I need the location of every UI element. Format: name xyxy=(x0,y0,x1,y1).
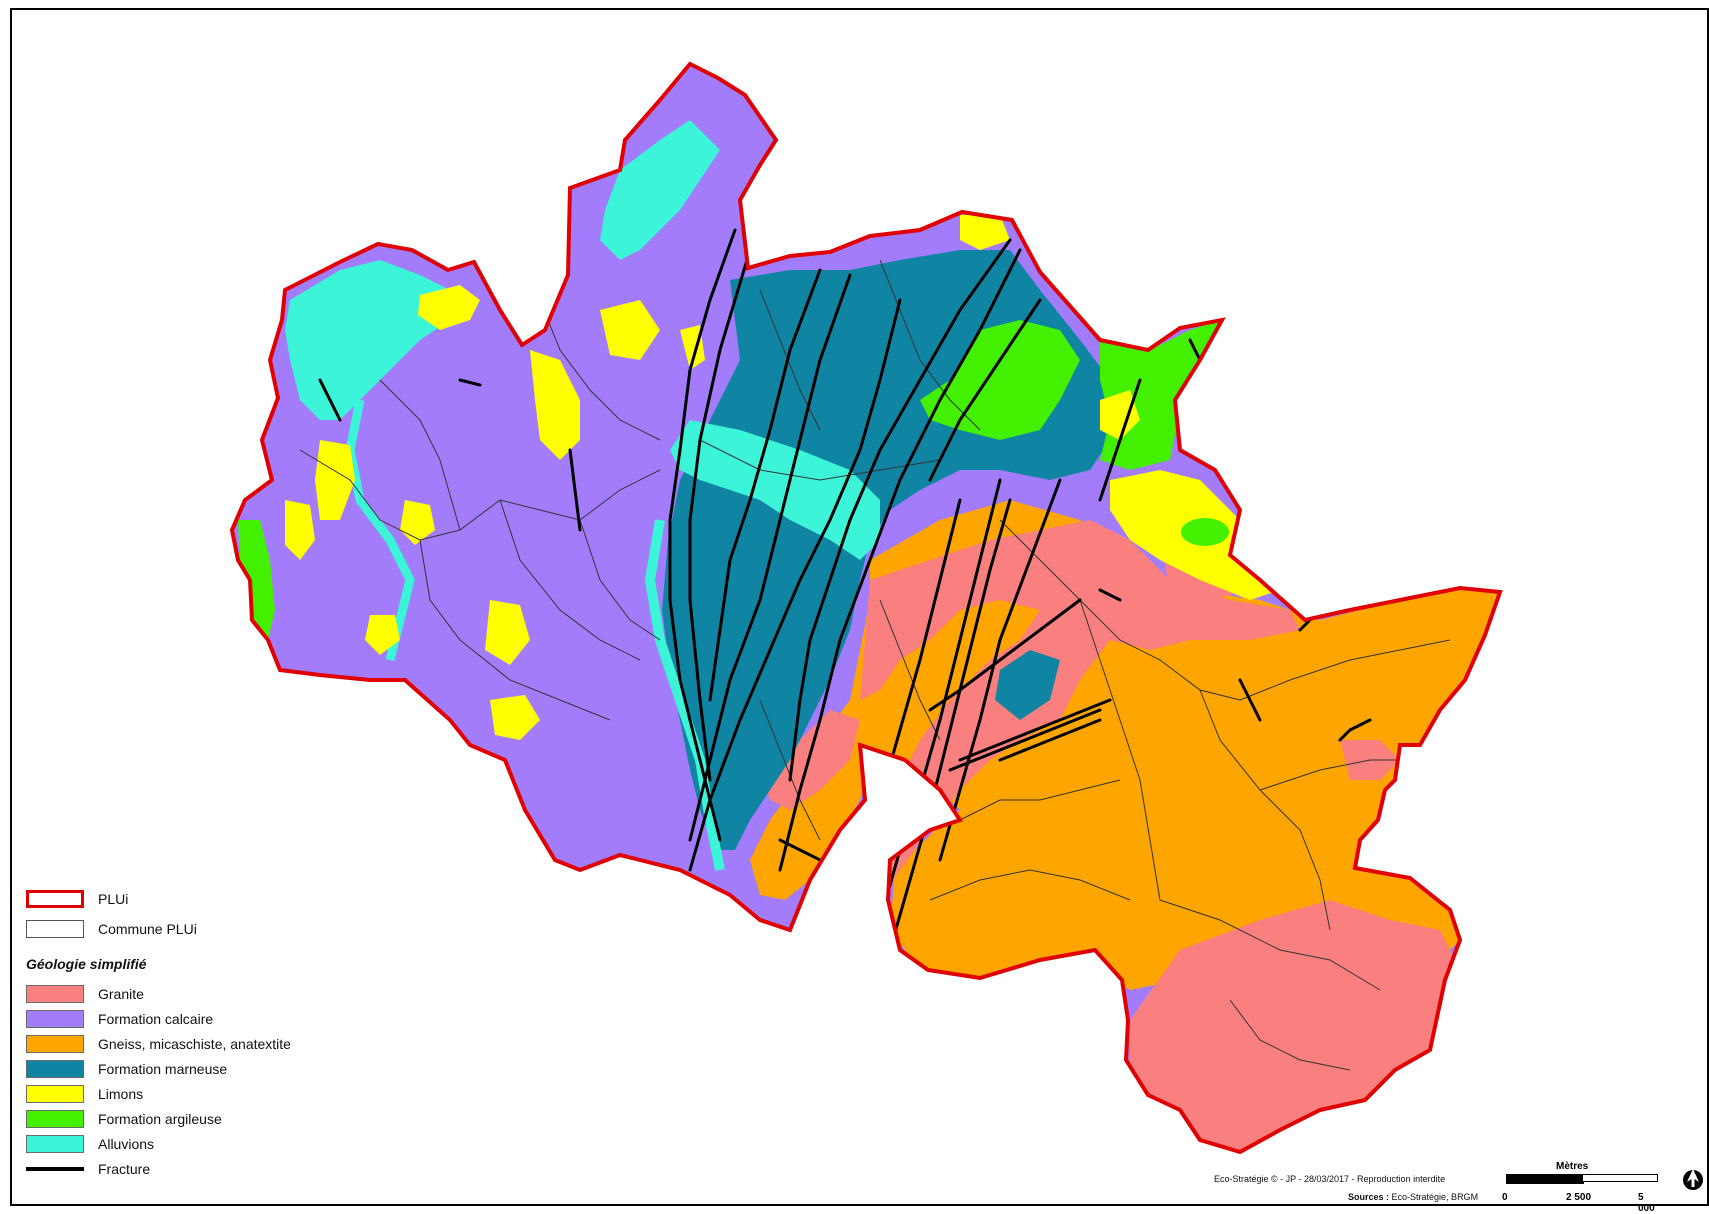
zone-marneuse-east xyxy=(995,650,1060,720)
sources-line: Sources : Eco-Stratégie, BRGM xyxy=(1348,1192,1478,1202)
scale-bar: Mètres 0 2 500 5 000 xyxy=(1502,1161,1658,1214)
zone-argileuse-ne xyxy=(1100,320,1220,470)
legend-item: Gneiss, micaschiste, anatextite xyxy=(26,1033,291,1055)
scale-segment-black xyxy=(1506,1174,1584,1184)
scale-tick-0: 0 xyxy=(1502,1192,1508,1203)
legend-item: Formation argileuse xyxy=(26,1108,222,1130)
zone-limons-ne xyxy=(1100,390,1140,440)
legend-item: Granite xyxy=(26,983,144,1005)
zone-limons-n xyxy=(418,285,480,330)
scale-tick-5000: 5 000 xyxy=(1638,1192,1655,1214)
scale-segment-white xyxy=(1582,1174,1658,1182)
legend-item-label: Formation marneuse xyxy=(98,1061,228,1077)
scale-tick-2500: 2 500 xyxy=(1566,1192,1592,1203)
zone-limons-sw1 xyxy=(485,600,530,665)
credits-text: Eco-Stratégie © - JP - 28/03/2017 - Repr… xyxy=(1214,1174,1446,1184)
legend-swatch xyxy=(26,1110,84,1128)
zone-limons-n2 xyxy=(600,300,660,360)
zone-granite-center xyxy=(860,520,1300,900)
zone-limons-west1 xyxy=(315,440,355,520)
legend-item: Alluvions xyxy=(26,1133,154,1155)
legend-item: Limons xyxy=(26,1083,143,1105)
legend-fracture-label: Fracture xyxy=(98,1161,151,1177)
sources-label: Sources : xyxy=(1348,1192,1390,1202)
legend-swatch xyxy=(26,1085,84,1103)
plui-swatch xyxy=(26,890,84,908)
zone-limons-sw2 xyxy=(365,615,400,655)
commune-swatch xyxy=(26,920,84,938)
zone-limons-west3 xyxy=(400,500,435,545)
north-arrow-icon xyxy=(1683,1169,1703,1190)
zone-limons-west2 xyxy=(285,500,315,560)
legend-swatch xyxy=(26,1060,84,1078)
legend-swatch xyxy=(26,1135,84,1153)
legend-item-label: Granite xyxy=(98,986,144,1002)
legend-commune: Commune PLUi xyxy=(26,918,197,940)
legend-item-label: Limons xyxy=(98,1086,144,1102)
zone-argileuse-w xyxy=(238,520,275,665)
zone-limons-s xyxy=(490,695,540,740)
legend-swatch xyxy=(26,1010,84,1028)
commune-borders xyxy=(299,259,1451,1071)
zone-limons-center xyxy=(530,350,580,460)
zone-argileuse-e2 xyxy=(1181,518,1229,546)
legend-fracture: Fracture xyxy=(26,1158,150,1180)
legend-item-label: Alluvions xyxy=(98,1136,155,1152)
plui-border xyxy=(229,61,1503,1155)
legend-geology-title: Géologie simplifié xyxy=(26,956,147,972)
legend-item-label: Gneiss, micaschiste, anatextite xyxy=(98,1036,291,1052)
fracture-swatch xyxy=(26,1167,84,1171)
scale-title: Mètres xyxy=(1556,1161,1589,1172)
zone-alluvions-river xyxy=(644,519,725,871)
fractures xyxy=(318,228,1372,982)
map-frame xyxy=(10,8,1709,1206)
zone-alluvions-n xyxy=(600,120,720,260)
legend-commune-label: Commune PLUi xyxy=(98,921,197,937)
legend-item: Formation marneuse xyxy=(26,1058,227,1080)
zone-limons-n3 xyxy=(960,215,1010,250)
legend-item: Formation calcaire xyxy=(26,1008,213,1030)
legend-item-label: Formation argileuse xyxy=(98,1111,222,1127)
legend-item-label: Formation calcaire xyxy=(98,1011,214,1027)
legend-swatch xyxy=(26,1035,84,1053)
legend-plui-label: PLUi xyxy=(98,891,129,907)
legend-swatch xyxy=(26,985,84,1003)
legend-plui: PLUi xyxy=(26,888,128,910)
sources-value: Eco-Stratégie, BRGM xyxy=(1391,1192,1479,1202)
